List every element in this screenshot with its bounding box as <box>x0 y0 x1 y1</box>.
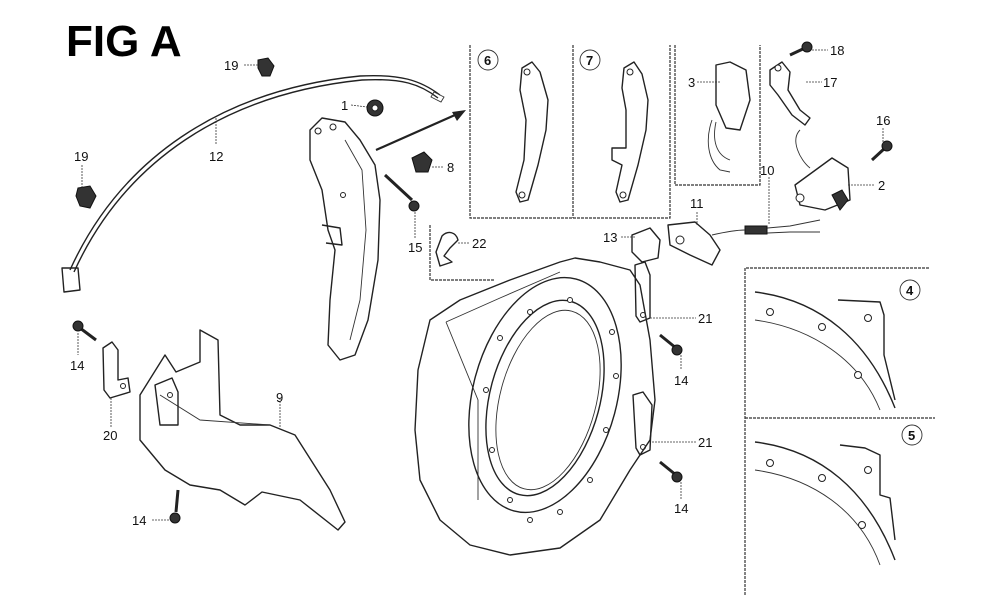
callout-14-lower: 14 <box>674 501 688 516</box>
stay <box>102 341 131 399</box>
callout-10: 10 <box>760 163 774 178</box>
stop-switch <box>667 221 746 266</box>
wire-harness <box>61 74 445 293</box>
bolt-14-left <box>72 320 97 342</box>
variant-label-4: 4 <box>906 283 914 298</box>
callout-14-bottom: 14 <box>132 513 146 528</box>
variant-box-6-7 <box>469 45 671 219</box>
lower-shroud <box>139 329 346 531</box>
side-cover <box>309 117 381 361</box>
variant-label-6: 6 <box>484 53 491 68</box>
callout-18: 18 <box>830 43 844 58</box>
callout-19-left: 19 <box>74 149 88 164</box>
callout-16: 16 <box>876 113 890 128</box>
bolt-14-bottom <box>169 489 181 524</box>
bolt-14-upper <box>659 333 683 356</box>
fan-cover-bolt-holes <box>483 297 619 523</box>
callout-22: 22 <box>472 236 486 251</box>
callout-20: 20 <box>103 428 117 443</box>
callout-14-upper: 14 <box>674 373 688 388</box>
ignition-coil <box>794 129 851 211</box>
callout-labels: 19 19 12 1 8 15 22 3 17 18 16 2 10 11 13… <box>70 43 915 528</box>
leader-lines <box>77 49 884 521</box>
bolt-14-lower <box>659 460 683 483</box>
callout-2: 2 <box>878 178 885 193</box>
lifting-plate-lower <box>632 391 653 456</box>
screw <box>383 173 420 212</box>
callout-17: 17 <box>823 75 837 90</box>
callout-21-upper: 21 <box>698 311 712 326</box>
variant-box-5 <box>754 424 923 566</box>
callout-21-lower: 21 <box>698 435 712 450</box>
wire-connector <box>744 219 821 235</box>
wire-clip-left <box>75 185 97 209</box>
wire-clamp-box <box>429 225 495 281</box>
callout-13: 13 <box>603 230 617 245</box>
wire-clip-top <box>257 57 275 77</box>
callout-1: 1 <box>341 98 348 113</box>
callout-3: 3 <box>688 75 695 90</box>
variant-label-5: 5 <box>908 428 915 443</box>
ignition-switch-box <box>674 45 761 186</box>
callout-8: 8 <box>447 160 454 175</box>
switch-cap <box>631 227 661 263</box>
variant-label-7: 7 <box>586 53 593 68</box>
lifting-plate-upper <box>634 261 651 323</box>
callout-9: 9 <box>276 390 283 405</box>
plug-cap-bracket <box>769 61 811 126</box>
fan-cover <box>414 257 656 556</box>
clip <box>411 151 433 173</box>
variant-box-4 <box>744 267 935 595</box>
reference-arrow <box>375 110 466 152</box>
bolt-16 <box>870 140 893 162</box>
callout-15: 15 <box>408 240 422 255</box>
callout-19-top: 19 <box>224 58 238 73</box>
figure-title: FIG A <box>66 17 182 66</box>
callout-14-left: 14 <box>70 358 84 373</box>
callout-12: 12 <box>209 149 223 164</box>
bolt-18 <box>789 41 813 57</box>
callout-11: 11 <box>690 196 704 211</box>
